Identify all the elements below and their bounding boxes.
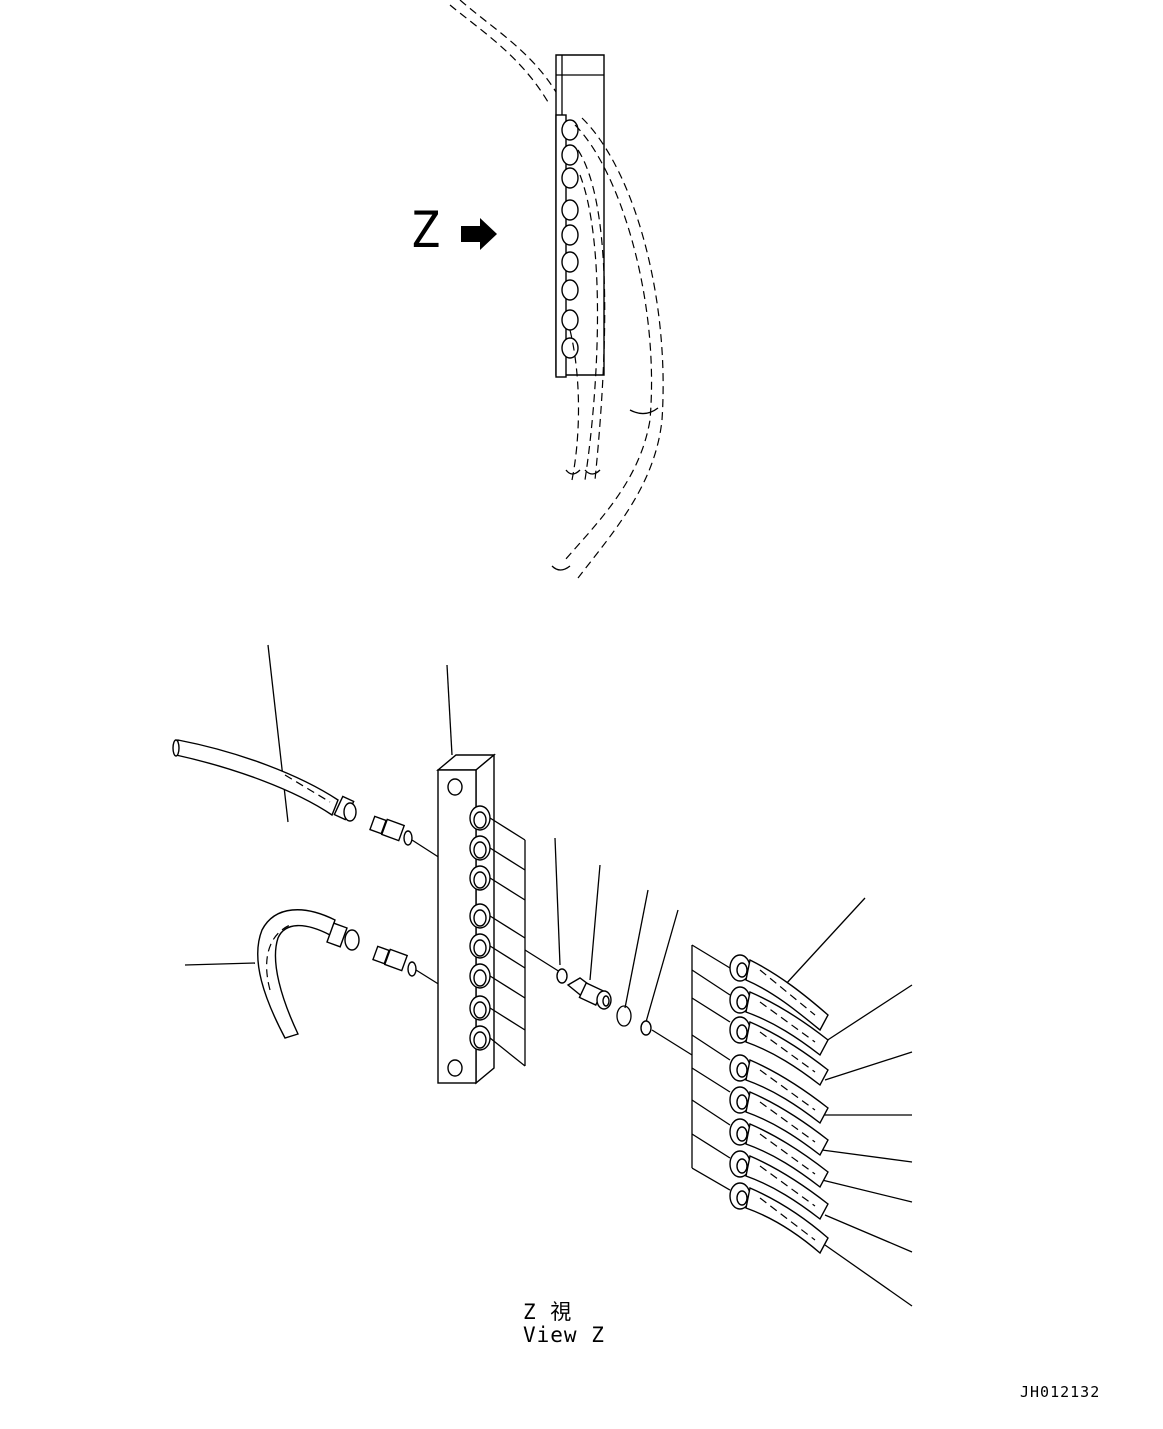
manifold-ports — [469, 805, 491, 1051]
adapter-lower — [372, 945, 441, 986]
view-direction-arrow — [461, 218, 497, 250]
oring-thin — [640, 1020, 693, 1056]
hanging-hoses — [551, 117, 664, 579]
oring-small — [556, 968, 568, 984]
hose-lower-left — [257, 909, 360, 1039]
phantom-hose-top — [449, 0, 557, 103]
view-caption-en: View Z — [523, 1323, 605, 1347]
oring-large — [616, 1005, 632, 1027]
leader-lines — [184, 644, 913, 1307]
drawing-number: JH012132 — [1020, 1383, 1101, 1401]
view-caption-jp: Z 視 — [523, 1300, 573, 1324]
adapter-upper — [369, 815, 441, 859]
port-bracket-lines — [489, 817, 561, 1067]
hose-upper-left — [172, 739, 357, 822]
exploded-view — [172, 644, 913, 1307]
side-port-fittings — [561, 119, 579, 359]
installed-view — [449, 0, 664, 579]
view-z-marker: Z — [410, 201, 441, 259]
hose-end-fittings — [729, 954, 829, 1255]
hose-bracket-lines — [691, 944, 731, 1191]
elbow-fitting — [566, 977, 612, 1010]
